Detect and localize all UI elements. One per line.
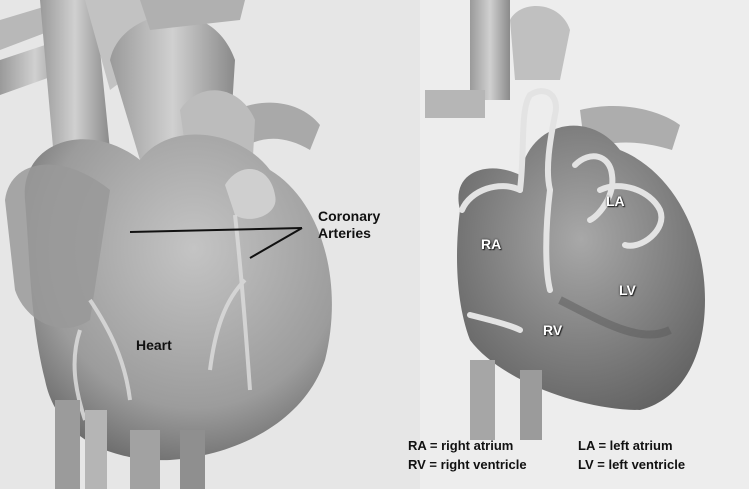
legend-la: LA = left atrium bbox=[578, 436, 673, 455]
chamber-label-lv: LV bbox=[619, 282, 636, 298]
chamber-label-la: LA bbox=[606, 193, 625, 209]
coronary-label-line2: Arteries bbox=[318, 225, 380, 242]
legend-ra: RA = right atrium bbox=[408, 436, 578, 455]
legend-lv: LV = left ventricle bbox=[578, 455, 685, 474]
heart-label: Heart bbox=[136, 337, 172, 353]
coronary-label-line1: Coronary bbox=[318, 208, 380, 225]
legend-row: RA = right atrium LA = left atrium bbox=[408, 436, 685, 455]
legend-row: RV = right ventricle LV = left ventricle bbox=[408, 455, 685, 474]
coronary-arteries-label: Coronary Arteries bbox=[318, 208, 380, 242]
chamber-legend: RA = right atrium LA = left atrium RV = … bbox=[408, 436, 685, 474]
chamber-label-rv: RV bbox=[543, 322, 562, 338]
legend-rv: RV = right ventricle bbox=[408, 455, 578, 474]
chamber-label-ra: RA bbox=[481, 236, 501, 252]
